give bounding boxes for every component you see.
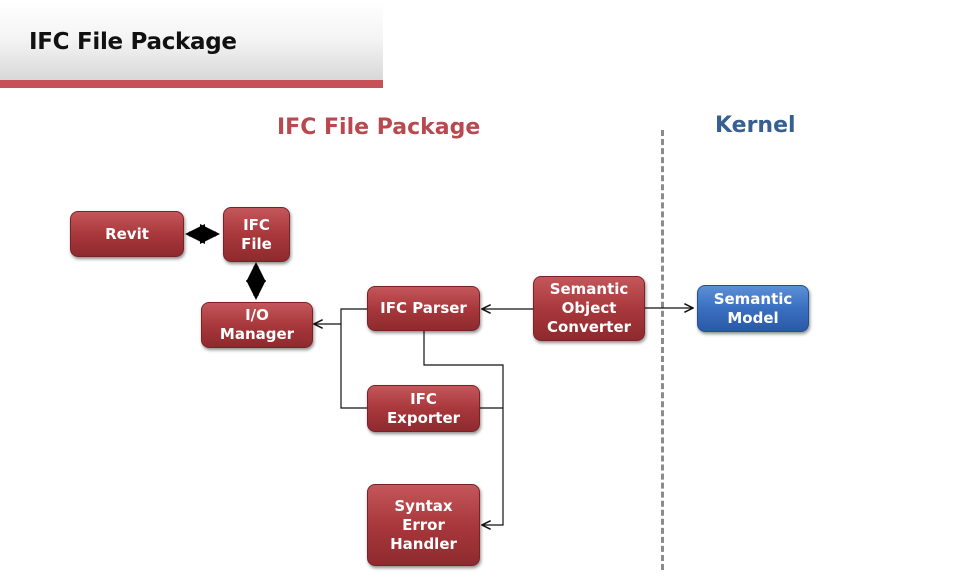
semantic-model-box: Semantic Model	[697, 285, 809, 332]
page-title: IFC File Package	[29, 29, 237, 55]
parser-exporter-to-iomanager-connector	[340, 308, 367, 409]
title-underline	[0, 80, 383, 88]
io-manager-box: I/O Manager	[201, 302, 313, 348]
revit-box: Revit	[70, 211, 184, 257]
ifc-exporter-box: IFC Exporter	[367, 385, 480, 432]
title-banner	[0, 0, 383, 88]
parser-to-error-handler-connector	[423, 330, 504, 525]
kernel-divider	[661, 130, 664, 570]
section-title-kernel: Kernel	[715, 113, 796, 138]
section-title-ifc-file-package: IFC File Package	[277, 115, 481, 140]
syntax-error-handler-box: Syntax Error Handler	[367, 484, 480, 566]
semantic-object-converter-box: Semantic Object Converter	[533, 276, 645, 341]
ifc-file-box: IFC File	[223, 207, 290, 262]
ifc-parser-box: IFC Parser	[367, 286, 480, 331]
